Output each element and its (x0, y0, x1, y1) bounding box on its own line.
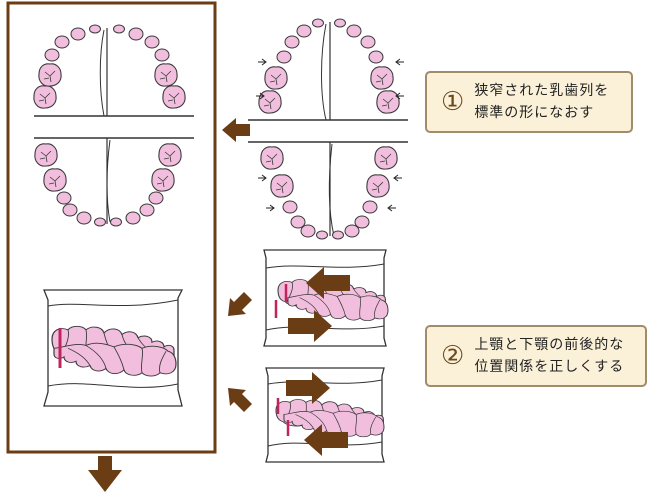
step-2-line-1: 上顎と下顎の前後的な (474, 337, 625, 353)
arrow-left-icon (222, 118, 250, 142)
step-1-text: 狭窄された乳歯列を 標準の形になおす (474, 80, 609, 124)
bite-profile-before-1 (263, 249, 389, 347)
step-1-number: ① (441, 87, 465, 117)
arrow-down-icon (88, 456, 122, 492)
step-2-line-2: 位置関係を正しくする (474, 359, 625, 375)
arrow-right-icon (286, 372, 330, 404)
upper-arch-before (248, 18, 408, 121)
step-2-number: ② (441, 341, 465, 371)
step-1-line-1: 狭窄された乳歯列を (474, 83, 610, 99)
bite-profile-result (43, 289, 184, 407)
lower-arch-before (248, 141, 408, 240)
step-2-note: ② 上顎と下顎の前後的な 位置関係を正しくする (425, 325, 647, 387)
upper-arch-result (33, 24, 194, 117)
step-1-note: ① 狭窄された乳歯列を 標準の形になおす (425, 71, 633, 133)
step-1-line-2: 標準の形になおす (474, 105, 595, 121)
arrow-diagonal-icon (228, 292, 252, 316)
lower-arch-result (34, 137, 194, 227)
arrow-diagonal-icon (228, 388, 252, 412)
result-frame (6, 1, 217, 454)
bite-profile-before-2 (265, 367, 385, 463)
step-2-text: 上顎と下顎の前後的な 位置関係を正しくする (474, 334, 624, 378)
